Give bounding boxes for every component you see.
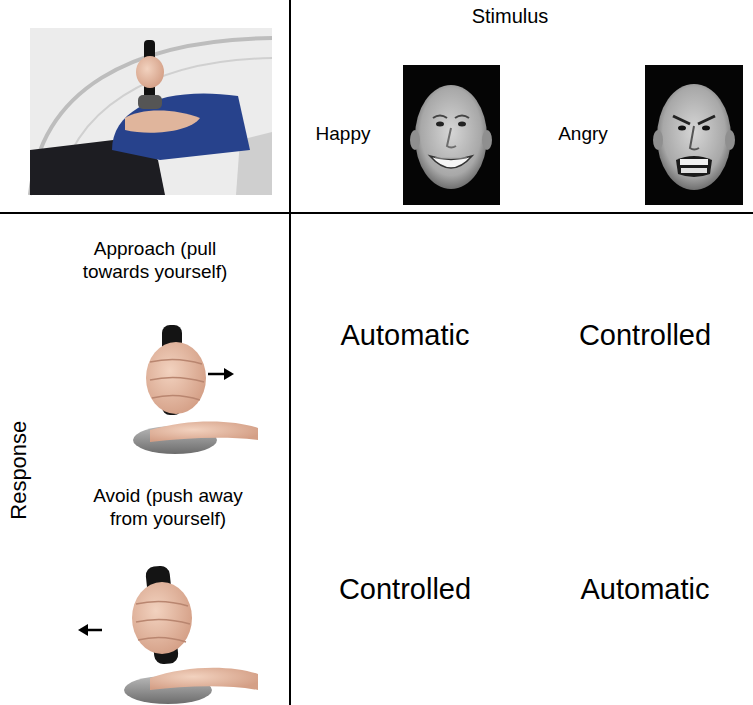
happy-face-photo-part <box>403 65 500 205</box>
cell-value-slot: Automatic <box>341 318 470 353</box>
approach-joystick-hand-part <box>146 342 206 414</box>
cell-value: Controlled <box>339 572 471 607</box>
grid-lines-part <box>289 0 291 705</box>
avoid-joystick-hand-part <box>136 619 190 624</box>
happy-face-photo <box>403 65 500 205</box>
scanner-photo-part <box>30 28 272 195</box>
scanner-photo-part <box>30 38 272 195</box>
approach-joystick-hand-part <box>208 373 226 376</box>
angry-face-photo-part <box>653 130 663 150</box>
stimulus-label: Angry <box>558 123 608 146</box>
happy-face-photo-part <box>455 116 469 119</box>
approach-joystick-hand-part <box>150 359 202 364</box>
happy-face-photo-part <box>430 156 472 168</box>
cell-value: Automatic <box>581 572 710 607</box>
approach-joystick-hand-part <box>224 368 234 380</box>
response-label: Avoid (push away from yourself) <box>83 485 253 531</box>
scanner-photo-part <box>112 93 250 160</box>
cell-value-slot: Automatic <box>581 572 710 607</box>
avoid-joystick-hand-part <box>138 637 186 642</box>
stimulus-label-slot: Happy <box>316 123 371 146</box>
happy-face-photo-part <box>433 116 447 119</box>
response-label: Approach (pull towards yourself) <box>70 238 240 284</box>
angry-face-photo-part <box>698 116 715 124</box>
avoid-joystick-hand-part <box>86 629 102 632</box>
grid-lines-part <box>0 212 753 214</box>
angry-face-photo <box>645 65 743 205</box>
approach-joystick-hand <box>133 325 258 454</box>
angry-face-photo-part <box>678 126 686 131</box>
angry-face-photo-part <box>680 159 708 165</box>
row-header: Response <box>7 420 33 519</box>
avoid-joystick-hand-part <box>78 624 88 636</box>
avoid-joystick-hand-part <box>132 582 192 654</box>
column-header-slot: Stimulus <box>472 4 549 28</box>
happy-face-photo-part <box>458 122 466 127</box>
angry-face-photo-part <box>676 156 712 177</box>
angry-face-photo-part <box>657 84 731 190</box>
approach-joystick-hand-part <box>150 422 258 443</box>
column-header: Stimulus <box>472 4 549 28</box>
happy-face-photo-part <box>410 130 420 150</box>
row-header-slot: Response <box>7 420 33 519</box>
angry-face-photo-part <box>681 168 707 173</box>
approach-joystick-hand-part <box>150 377 204 382</box>
scanner-photo-part <box>136 56 164 88</box>
happy-face-photo-part <box>447 128 456 148</box>
scanner-photo <box>30 28 272 195</box>
response-label-slot: Approach (pull towards yourself) <box>70 238 240 284</box>
scanner-photo-part <box>30 28 272 195</box>
scanner-photo-part <box>138 95 162 109</box>
cell-value-slot: Controlled <box>339 572 471 607</box>
approach-joystick-hand-part <box>152 395 200 400</box>
response-label-slot: Avoid (push away from yourself) <box>83 485 253 531</box>
cell-value: Controlled <box>579 318 711 353</box>
angry-face-photo-part <box>725 130 735 150</box>
happy-face-photo-part <box>482 130 492 150</box>
happy-face-photo-part <box>436 122 444 127</box>
angry-face-photo-part <box>690 126 699 150</box>
avoid-joystick-hand-part <box>136 601 188 606</box>
angry-face-photo-part <box>673 116 690 124</box>
avoid-joystick-hand <box>78 565 258 704</box>
happy-face-photo-part <box>435 158 467 159</box>
scanner-photo-part <box>125 111 200 133</box>
cell-value-slot: Controlled <box>579 318 711 353</box>
angry-face-photo-part <box>645 65 743 205</box>
stimulus-label: Happy <box>316 123 371 146</box>
avoid-joystick-hand-part <box>150 668 258 690</box>
angry-face-photo-part <box>702 126 710 131</box>
stimulus-label-slot: Angry <box>558 123 608 146</box>
happy-face-photo-part <box>415 85 487 189</box>
cell-value: Automatic <box>341 318 470 353</box>
